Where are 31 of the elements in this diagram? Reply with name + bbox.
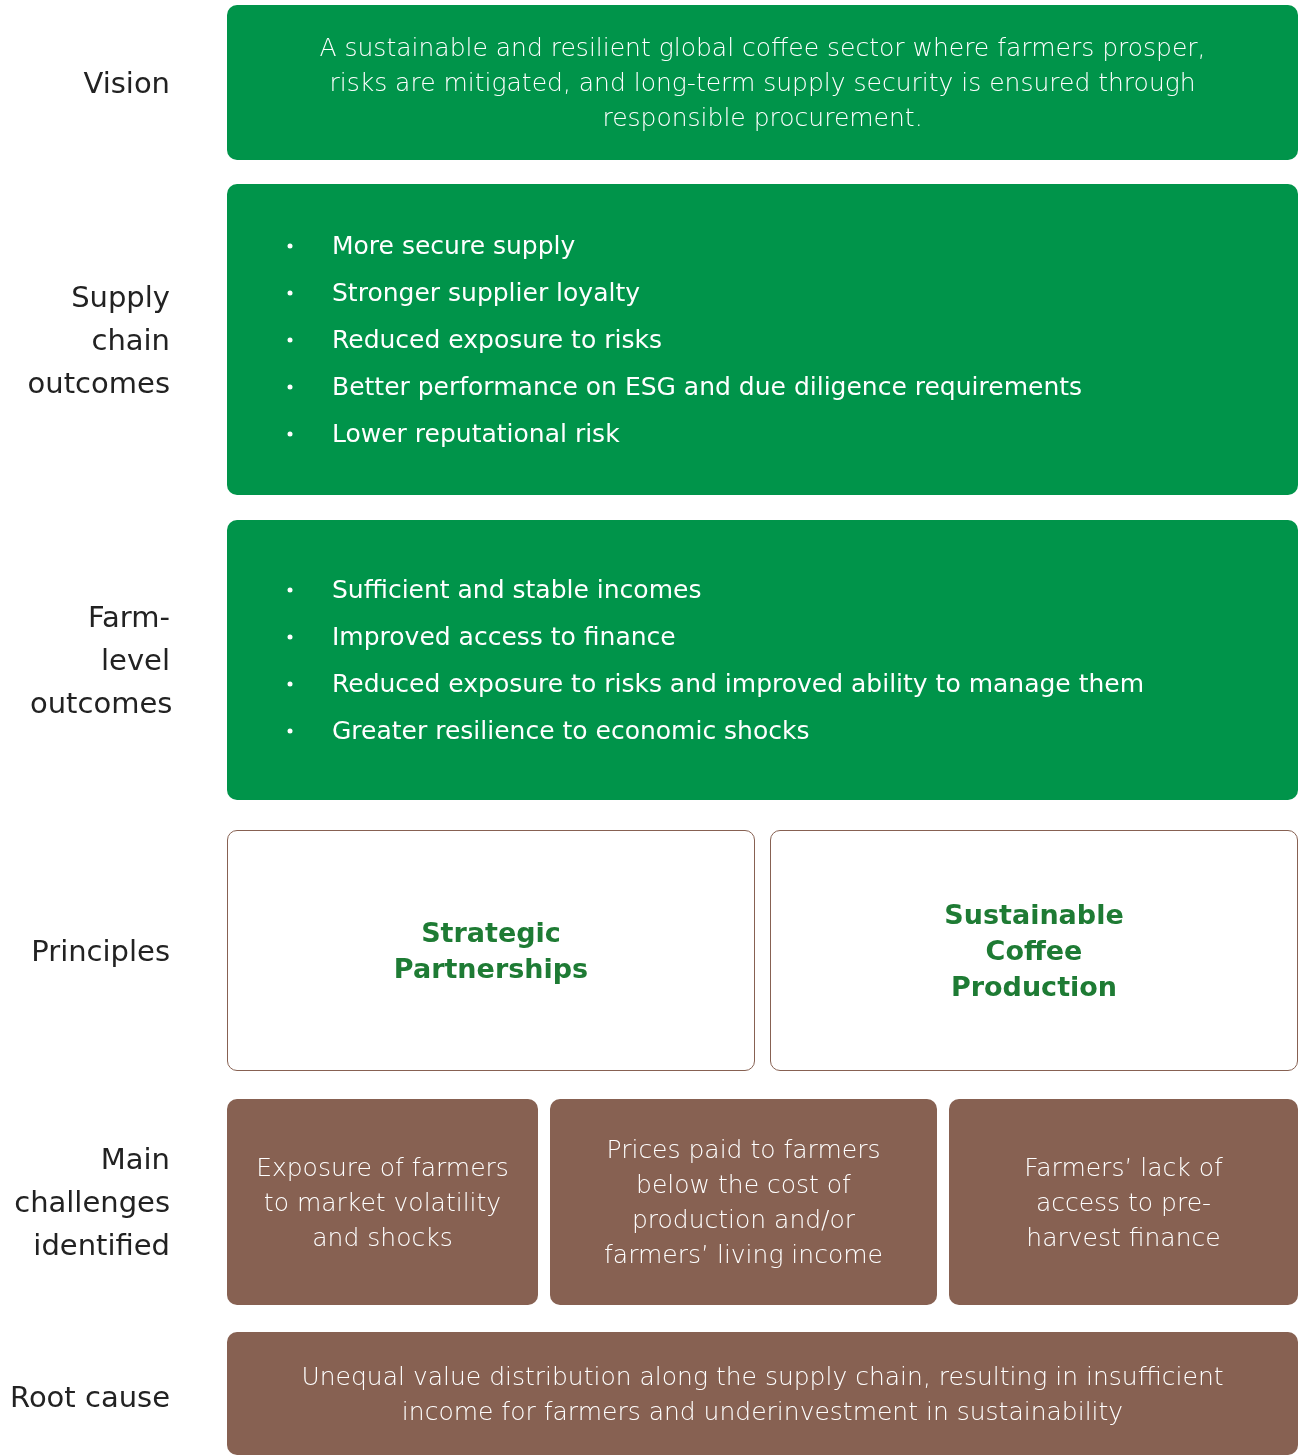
challenge-box xyxy=(227,1099,538,1305)
row-label: Vision xyxy=(82,64,170,102)
bullet-item: Greater resilience to economic shocks xyxy=(332,715,810,747)
outcomes-panel xyxy=(227,184,1298,495)
bullet-item: Improved access to finance xyxy=(332,621,676,653)
vision-box xyxy=(227,5,1298,160)
bullet-item: Reduced exposure to risks xyxy=(332,324,662,356)
bullet-item: Sufficient and stable incomes xyxy=(332,574,702,606)
principle-title: Strategic Partnerships xyxy=(392,915,590,986)
principle-box xyxy=(770,830,1298,1071)
principle-box xyxy=(227,830,755,1071)
challenge-box xyxy=(949,1099,1298,1305)
bullet-item: Better performance on ESG and due diligence requirements xyxy=(332,371,1083,403)
bullet-item: More secure supply xyxy=(332,230,576,262)
bullet-item: Lower reputational risk xyxy=(332,418,620,450)
challenge-box xyxy=(550,1099,937,1305)
principle-title: Sustainable Coffee Production xyxy=(943,897,1125,1004)
box-text: Prices paid to farmers below the cost of production and/or farmers’ living income xyxy=(603,1134,884,1271)
box-text: Farmers’ lack of access to pre-harvest finance xyxy=(1023,1151,1224,1254)
bullet-item: Reduced exposure to risks and improved ability to manage them xyxy=(332,668,1145,700)
outcomes-panel xyxy=(227,520,1298,800)
box-text: Unequal value distribution along the supply chain, resulting in insufficient income for farmers and underinvestment in sustainability xyxy=(300,1360,1225,1428)
bullet-item: Stronger supplier loyalty xyxy=(332,277,641,309)
box-text: Exposure of farmers to market volatility and shocks xyxy=(255,1151,510,1254)
box-text: A sustainable and resilient global coffee sector where farmers prosper, risks are mitigated, and long-term supply security is ensured through responsible procurement. xyxy=(318,32,1207,134)
root-cause-box xyxy=(227,1332,1298,1455)
row-label: Supply chain outcomes xyxy=(26,278,170,402)
row-label: Root cause xyxy=(9,1378,170,1416)
row-label: Main challenges identified xyxy=(13,1140,170,1264)
row-label: Principles xyxy=(30,932,170,970)
row-label: Farm-level outcomes xyxy=(30,598,170,722)
